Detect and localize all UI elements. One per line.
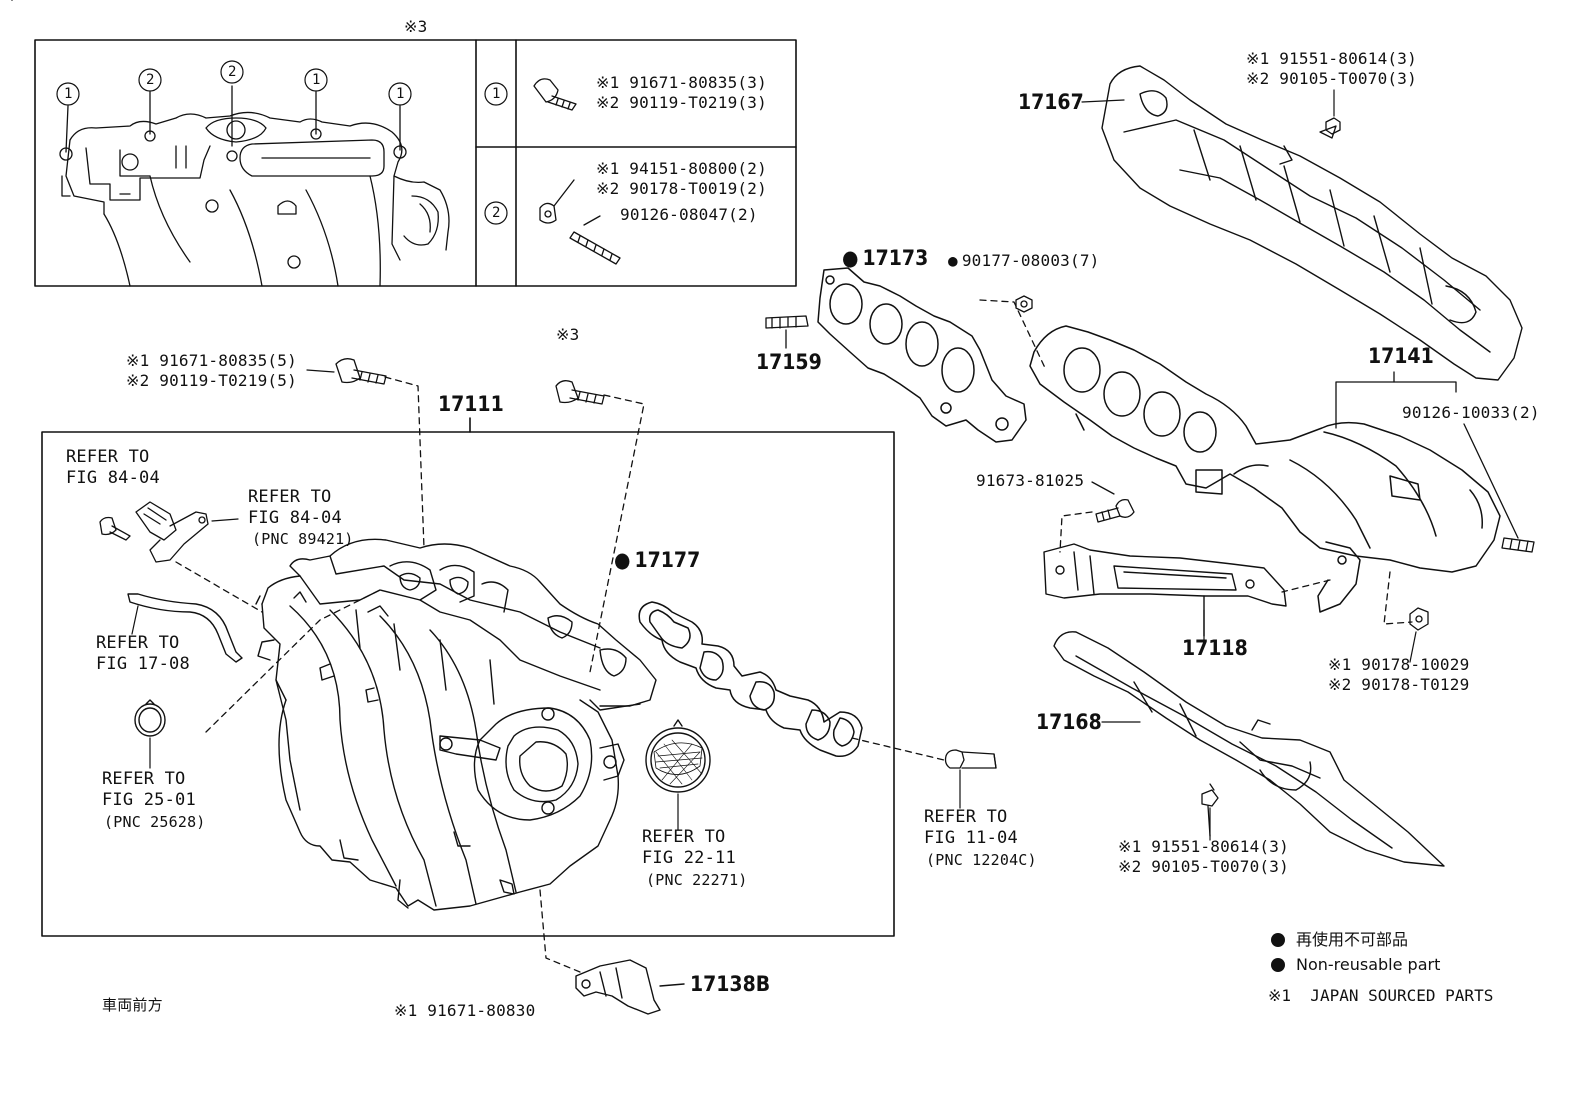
refer-84-04-a-line1: REFER TO [66,447,150,467]
part-17111: 17111 [438,392,504,416]
inset-callout-circles [56,60,508,225]
refer-84-04-b-line1: REFER TO [248,487,332,507]
top-right-line1: ※1 91551-80614(3) [1246,49,1417,68]
refer-11-04-line1: REFER TO [924,807,1008,827]
bolt-top-left [335,358,387,385]
inset-row2-num: 2 [492,205,501,221]
part-17141: 17141 [1368,344,1434,368]
part-17159: 17159 [756,350,822,374]
inset-row2-line2: ※2 90178-T0019(2) [596,179,767,198]
inset-ref-mark: ※3 [404,17,428,36]
inset-row1-num: 1 [492,86,501,102]
inset-row2-line1: ※1 94151-80800(2) [596,159,767,178]
insulator-17118 [1043,543,1287,637]
sensor-89421 [135,501,209,563]
refer-25-01-line1: REFER TO [102,769,186,789]
refer-84-04-b-line3: (PNC 89421) [252,530,354,548]
bolt-17167 [1319,117,1341,139]
legend-dot-1 [1271,933,1285,947]
part-17118: 17118 [1182,636,1248,660]
bottom-right-line2: ※2 90105-T0070(3) [1118,857,1289,876]
refer-25-01-line3: (PNC 25628) [104,813,206,831]
nut-90178-10029 [1409,607,1429,631]
stud-90126-10033 [1463,423,1535,553]
refer-11-04-line3: (PNC 12204C) [926,851,1037,869]
part-91673-81025: 91673-81025 [976,471,1085,490]
refer-17-08-line2: FIG 17-08 [96,654,190,674]
bolt-mark3 [555,380,605,405]
refer-22-11-line3: (PNC 22271) [646,871,748,889]
part-17167: 17167 [1018,90,1084,114]
nut-90177 [1015,295,1033,313]
inset-callout-1a: 1 [64,86,73,102]
part-90126-10033: 90126-10033(2) [1402,403,1540,422]
refer-22-11-line2: FIG 22-11 [642,848,736,868]
inset-manifold-top-view [59,85,450,287]
heat-insulator-17167 [1101,65,1523,381]
refer-84-04-b-line2: FIG 84-04 [248,508,342,528]
part-17173: 17173 [842,246,929,270]
refer-25-01-line2: FIG 25-01 [102,790,196,810]
inset-frame [11,0,797,287]
gasket-17173 [817,267,1027,443]
inset-row1-line1: ※1 91671-80835(3) [596,73,767,92]
refer-11-04-line2: FIG 11-04 [924,828,1018,848]
exhaust-manifold-17141 [1029,325,1501,613]
bracket-17138b [575,959,685,1015]
inset-row1-line2: ※2 90119-T0219(3) [596,93,767,112]
stud-17159 [765,315,809,349]
clamp-25628 [134,699,166,737]
inset-bolt-flange [533,78,577,111]
bolt-left-line1: ※1 91671-80835(5) [126,351,297,370]
legend-japan-sourced: ※1 JAPAN SOURCED PARTS [1268,986,1494,1005]
bolt-left-line2: ※2 90119-T0219(5) [126,371,297,390]
legend-en: Non-reusable part [1296,955,1441,974]
inset-callout-1b: 1 [312,72,321,88]
bolt-91673 [1091,481,1135,523]
heat-insulator-17168 [1053,631,1445,867]
main-frame [41,431,895,937]
label-leaders [131,89,1417,841]
legend-dot-2 [1271,958,1285,972]
mark3-label: ※3 [556,325,580,344]
intake-manifold-drawing [255,538,657,911]
cut-text-left: 車両前方 [102,996,163,1014]
part-17138b: 17138B [690,972,771,996]
gasket-22271 [645,719,711,793]
inset-callout-1c: 1 [396,86,405,102]
top-right-line2: ※2 90105-T0070(3) [1246,69,1417,88]
cut-text-mid: ※1 91671-80830 [394,1001,536,1020]
bottom-right-line1: ※1 91551-80614(3) [1118,837,1289,856]
leader-lines [175,299,1413,973]
part-90177-08003: 90177-08003(7) [948,252,1100,270]
nut-right-line2: ※2 90178-T0129 [1328,675,1470,694]
hose-17-08 [127,593,243,663]
inset-row2-line3: 90126-08047(2) [620,205,758,224]
part-17168: 17168 [1036,710,1102,734]
refer-84-04-a-line2: FIG 84-04 [66,468,160,488]
bracket-17141 [1335,371,1457,429]
inset-callout-2a: 2 [146,72,155,88]
inset-nut-stud [539,179,621,265]
part-17177: 17177 [614,548,701,572]
refer-17-08-line1: REFER TO [96,633,180,653]
refer-22-11-line1: REFER TO [642,827,726,847]
nut-right-line1: ※1 90178-10029 [1328,655,1470,674]
pin-12204c [944,749,997,769]
inset-callout-2b: 2 [228,64,237,80]
bolt-sensor [99,516,131,541]
gasket-17177 [638,601,863,758]
legend-jp: 再使用不可部品 [1296,930,1409,949]
